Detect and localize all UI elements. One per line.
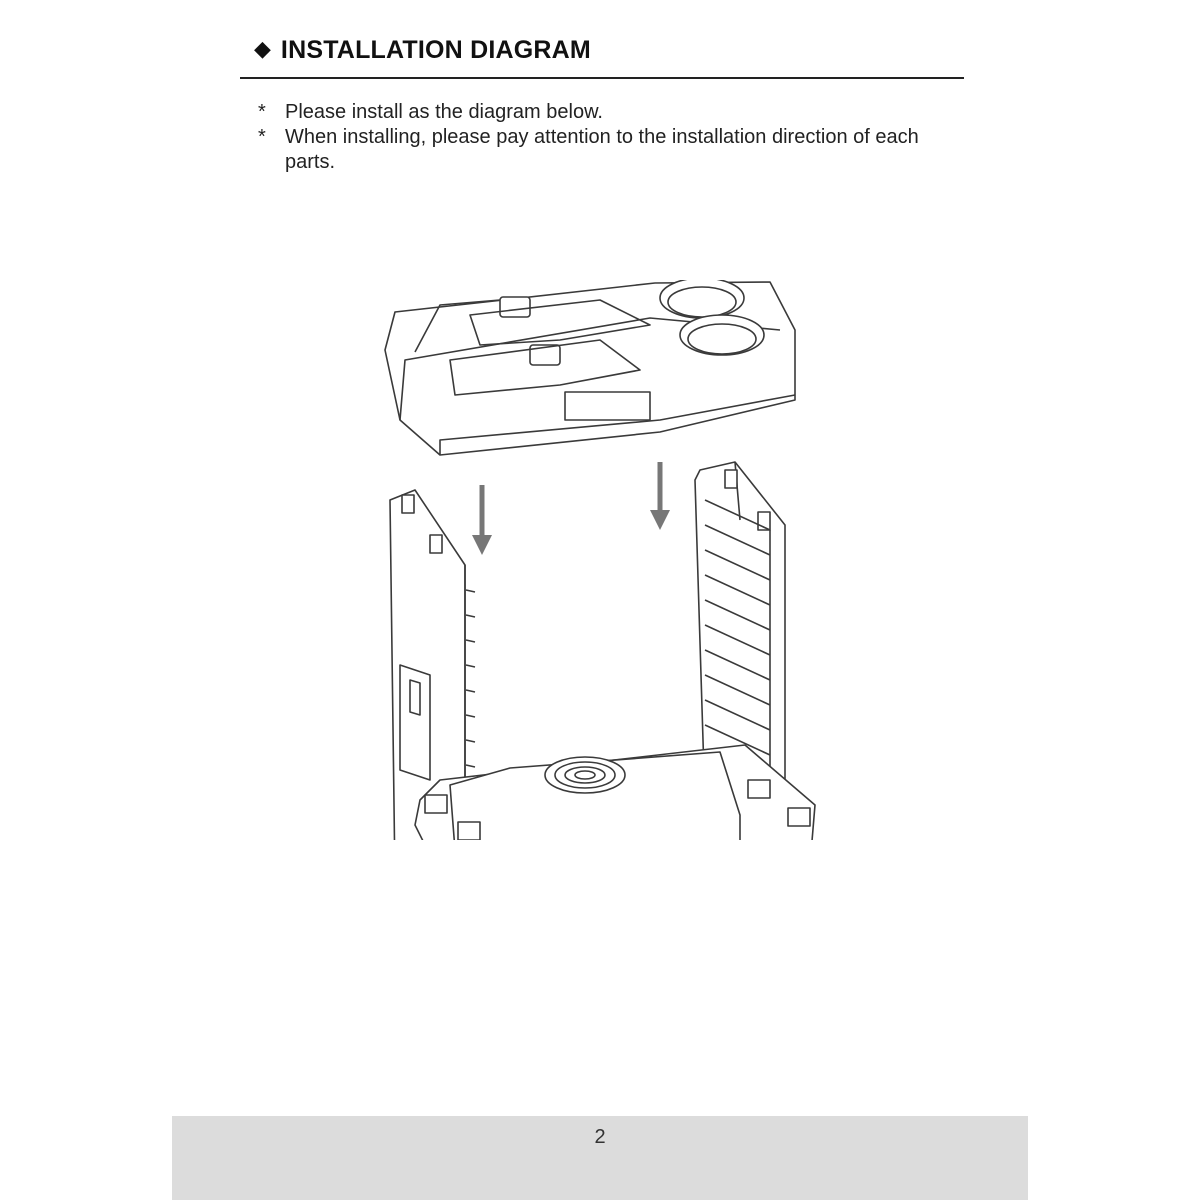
installation-diagram: DC [384, 280, 816, 840]
note-text: Please install as the diagram below. [285, 101, 603, 123]
section-title: INSTALLATION DIAGRAM [280, 35, 591, 64]
right-side-panel [694, 461, 786, 840]
top-cover-tray [384, 280, 796, 456]
page-number: 2 [594, 1126, 606, 1148]
note-item: * When installing, please pay attention … [258, 125, 958, 175]
diamond-bullet-icon: ◆ [254, 37, 271, 62]
asterisk-bullet: * [258, 101, 266, 123]
left-side-panel [389, 489, 476, 840]
note-text: When installing, please pay attention to… [285, 126, 919, 173]
note-item: * Please install as the diagram below. [258, 100, 958, 125]
installation-notes: * Please install as the diagram below. *… [258, 100, 958, 175]
asterisk-bullet: * [258, 126, 266, 148]
assembly-arrows [472, 462, 670, 555]
page-footer: 2 [172, 1116, 1028, 1200]
section-heading: ◆ INSTALLATION DIAGRAM [254, 28, 591, 72]
base-unit [414, 744, 816, 840]
heading-divider [240, 77, 964, 79]
